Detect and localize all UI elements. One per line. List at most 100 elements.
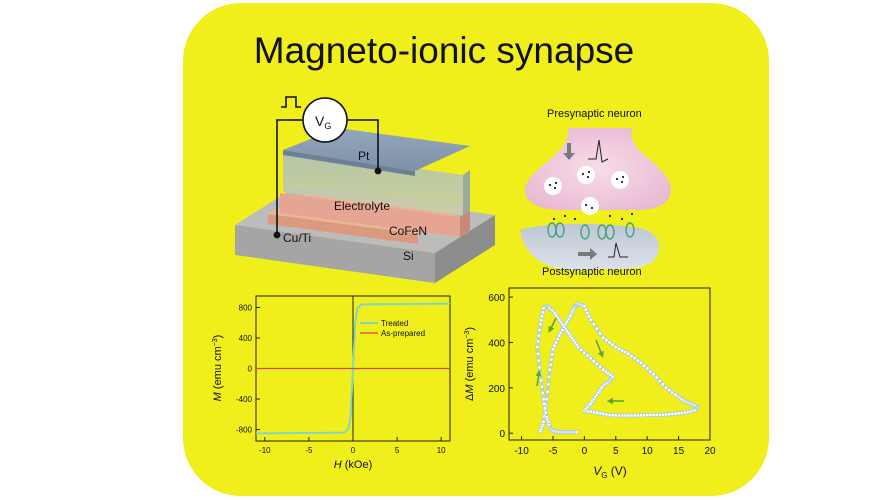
x-tick-label: 5 bbox=[613, 446, 619, 457]
chart-dm-frame bbox=[508, 287, 711, 441]
x-tick-label: 5 bbox=[395, 446, 400, 455]
data-point bbox=[536, 358, 541, 363]
data-point bbox=[539, 378, 544, 383]
data-point bbox=[638, 360, 644, 366]
data-point bbox=[555, 336, 560, 342]
data-point bbox=[539, 318, 544, 323]
receptor bbox=[555, 222, 565, 238]
y-tick-label: 200 bbox=[488, 384, 505, 395]
data-point bbox=[582, 350, 587, 355]
data-point bbox=[645, 366, 650, 371]
legend-treated: Treated bbox=[381, 319, 408, 328]
svg-text:VG: VG bbox=[315, 113, 331, 131]
chart-dm-ylabel: ΔM (emu cm−3) bbox=[464, 327, 476, 401]
si-label: Si bbox=[403, 249, 414, 263]
data-point bbox=[594, 361, 600, 367]
x-tick-label: 10 bbox=[437, 446, 446, 455]
vg-source bbox=[302, 97, 348, 143]
data-point bbox=[546, 382, 551, 387]
data-point bbox=[540, 390, 545, 396]
data-point bbox=[663, 385, 669, 390]
cuti-contact-dot bbox=[273, 231, 281, 239]
vg-subscript: G bbox=[324, 121, 331, 131]
vesicle bbox=[611, 171, 629, 189]
x-tick-label: 15 bbox=[673, 446, 685, 457]
pulse-symbol bbox=[281, 96, 301, 108]
wire-left bbox=[276, 119, 290, 235]
receptor bbox=[580, 224, 590, 240]
y-tick-label: -800 bbox=[236, 426, 253, 435]
data-point bbox=[539, 384, 545, 389]
glass-side bbox=[463, 170, 470, 215]
postsynaptic-label: Postsynaptic neuron bbox=[542, 266, 642, 278]
vesicle bbox=[544, 177, 562, 195]
data-point bbox=[591, 359, 596, 364]
data-point bbox=[673, 392, 678, 397]
data-point bbox=[538, 322, 543, 327]
presynaptic-label: Presynaptic neuron bbox=[547, 108, 642, 120]
data-point bbox=[626, 351, 631, 356]
data-point bbox=[629, 353, 634, 359]
data-point bbox=[579, 347, 584, 352]
data-point bbox=[654, 375, 659, 380]
data-point bbox=[667, 387, 672, 393]
synapse-illustration: Presynaptic neuron Pos bbox=[520, 108, 671, 278]
vesicle bbox=[577, 166, 595, 184]
data-point bbox=[583, 307, 589, 312]
data-point bbox=[537, 327, 542, 333]
vesicle bbox=[581, 197, 599, 215]
data-point bbox=[546, 374, 552, 380]
x-tick-label: -5 bbox=[305, 446, 313, 455]
x-tick-label: 10 bbox=[642, 446, 654, 457]
data-point bbox=[549, 357, 554, 362]
loop-arrow bbox=[535, 369, 542, 387]
data-point bbox=[541, 306, 546, 311]
receptor bbox=[605, 224, 615, 240]
y-tick-label: 0 bbox=[499, 429, 505, 440]
page-title: Magneto-ionic synapse bbox=[253, 30, 635, 71]
data-point bbox=[545, 389, 550, 394]
data-point bbox=[651, 372, 656, 377]
data-point bbox=[535, 351, 541, 356]
data-point bbox=[536, 333, 541, 338]
data-point bbox=[553, 340, 559, 345]
electrolyte-side bbox=[460, 210, 470, 237]
data-point bbox=[610, 342, 615, 347]
vg-label: V bbox=[315, 113, 325, 129]
pt-label: Pt bbox=[358, 149, 370, 163]
legend-as-prepared: As-prepared bbox=[381, 329, 425, 338]
data-point bbox=[601, 335, 606, 341]
si-layer-side bbox=[435, 215, 495, 283]
x-tick-label: 20 bbox=[704, 446, 716, 457]
data-point bbox=[604, 338, 609, 343]
chart-mh-xlabel: H (kOe) bbox=[334, 459, 373, 471]
data-point bbox=[586, 314, 592, 319]
data-point bbox=[535, 344, 540, 350]
data-point bbox=[657, 378, 662, 384]
cuti-label: Cu/Ti bbox=[283, 231, 311, 245]
signal-arrow-right bbox=[578, 248, 597, 260]
data-point bbox=[670, 390, 675, 395]
post-spike-icon bbox=[608, 242, 628, 258]
y-tick-label: 400 bbox=[239, 334, 253, 343]
data-point bbox=[574, 429, 579, 435]
data-point bbox=[550, 352, 555, 357]
data-point bbox=[543, 410, 549, 415]
electrolyte-front bbox=[280, 193, 460, 237]
data-point bbox=[588, 356, 593, 361]
y-tick-label: 800 bbox=[239, 303, 253, 312]
data-point bbox=[601, 367, 606, 372]
x-tick-label: -10 bbox=[514, 446, 529, 457]
data-point bbox=[541, 419, 546, 425]
x-tick-label: 0 bbox=[351, 446, 356, 455]
data-point bbox=[535, 339, 541, 344]
cofen-label: CoFeN bbox=[389, 224, 427, 238]
x-tick-label: -10 bbox=[259, 446, 271, 455]
y-tick-label: 600 bbox=[488, 293, 505, 304]
chart-dm-xlabel: VG (V) bbox=[593, 464, 627, 480]
electrolyte-label: Electrolyte bbox=[334, 199, 390, 213]
data-point bbox=[585, 353, 590, 358]
